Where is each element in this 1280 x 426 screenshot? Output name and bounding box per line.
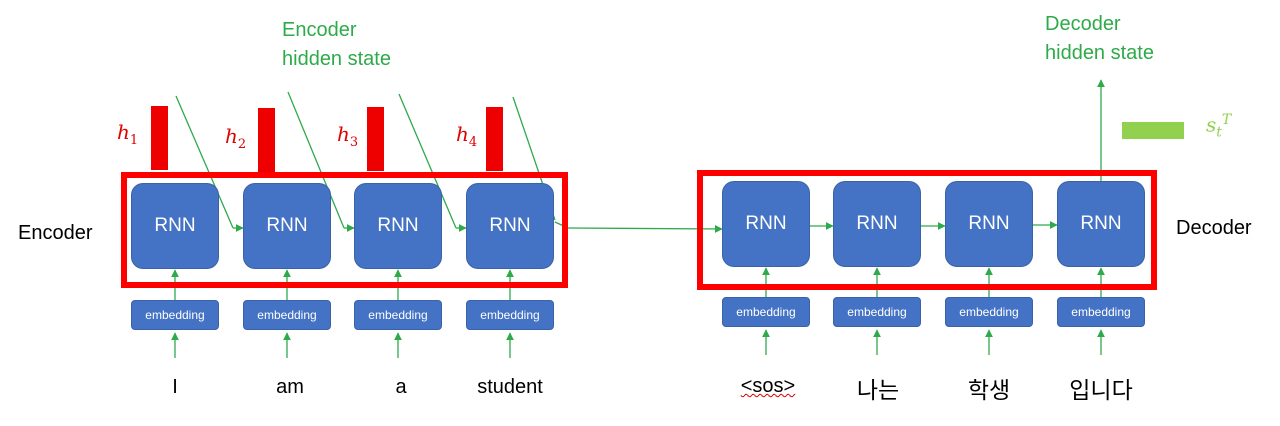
hidden-state-label-1: h1	[117, 120, 139, 148]
encoder-hidden-path-3	[398, 93, 457, 229]
encoder-hidden-path-2	[287, 91, 345, 229]
decoder-embedding-3: embedding	[945, 297, 1033, 327]
hidden-state-bar-3	[367, 107, 384, 171]
decoder-box	[697, 170, 1157, 290]
encoder-embedding-3: embedding	[354, 300, 442, 330]
decoder-rnn-cell-4: RNN	[1057, 181, 1145, 267]
hidden-state-bar-2	[258, 108, 275, 172]
decoder-input-word-1: <sos>	[740, 375, 796, 397]
encoder-hidden-path-1	[175, 95, 234, 229]
decoder-embedding-2: embedding	[833, 297, 921, 327]
encoder-box	[121, 172, 568, 288]
decoder-input-word-3: 학생	[967, 377, 1011, 403]
decoder-embedding-4: embedding	[1057, 297, 1145, 327]
decoder-input-word-4: 입니다	[1069, 377, 1133, 403]
encoder-embedding-1: embedding	[131, 300, 219, 330]
hidden-state-label-2: h2	[225, 124, 247, 152]
hidden-state-bar-1	[151, 106, 168, 170]
decoder-rnn-cell-2: RNN	[833, 181, 921, 267]
encoder-embedding-4: embedding	[466, 300, 554, 330]
encoder-input-word-3: a	[395, 376, 407, 398]
decoder-hidden-state-label: Decoder hidden state	[1045, 13, 1154, 64]
encoder-rnn-cell-1: RNN	[131, 183, 219, 269]
decoder-input-word-2: 나는	[856, 377, 900, 403]
encoder-rnn-cell-4: RNN	[466, 183, 554, 269]
decoder-state-bar	[1122, 122, 1184, 139]
encoder-rnn-cell-2: RNN	[243, 183, 331, 269]
decoder-label: Decoder	[1176, 217, 1252, 239]
context-vector-arrow-2	[567, 225, 723, 233]
hidden-state-bar-4	[486, 107, 503, 171]
decoder-embedding-1: embedding	[722, 297, 810, 327]
encoder-input-word-1: I	[172, 376, 178, 398]
encoder-input-word-4: student	[477, 376, 543, 398]
hidden-state-label-4: h4	[456, 122, 478, 150]
encoder-rnn-cell-3: RNN	[354, 183, 442, 269]
hidden-state-label-3: h3	[337, 122, 359, 150]
decoder-rnn-cell-3: RNN	[945, 181, 1033, 267]
encoder-label: Encoder	[18, 222, 93, 244]
decoder-state-label: stT	[1206, 112, 1232, 141]
encoder-input-word-2: am	[276, 376, 304, 398]
decoder-rnn-cell-1: RNN	[722, 181, 810, 267]
encoder-embedding-2: embedding	[243, 300, 331, 330]
encoder-hidden-state-label: Encoder hidden state	[282, 19, 391, 70]
